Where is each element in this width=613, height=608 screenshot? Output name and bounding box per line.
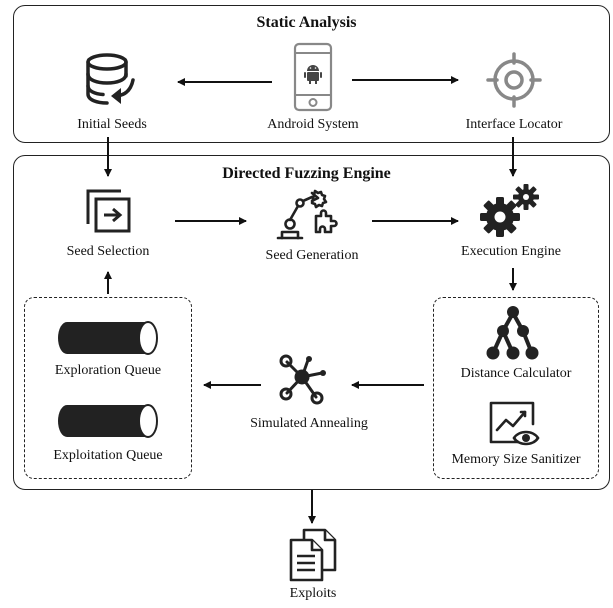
seed-generation-label: Seed Generation — [265, 248, 359, 263]
android-phone-icon — [293, 42, 333, 112]
documents-icon — [289, 528, 337, 582]
static-analysis-panel — [13, 5, 610, 143]
seed-selection-icon — [86, 189, 131, 233]
database-download-icon — [86, 53, 135, 105]
sanitizer-group — [433, 297, 599, 479]
tree-hierarchy-icon — [486, 306, 539, 360]
exploration-queue-label: Exploration Queue — [54, 363, 162, 378]
initial-seeds-label: Initial Seeds — [77, 117, 147, 132]
memory-size-sanitizer-label: Memory Size Sanitizer — [451, 452, 581, 467]
simulated-annealing-label: Simulated Annealing — [250, 416, 368, 431]
exploits-label: Exploits — [289, 586, 337, 601]
exploration-queue-cylinder-icon — [58, 321, 158, 355]
chart-monitor-eye-icon — [489, 401, 540, 446]
exploitation-queue-cylinder-icon — [58, 404, 158, 438]
fuzzing-engine-title: Directed Fuzzing Engine — [222, 165, 391, 182]
interface-locator-label: Interface Locator — [465, 117, 563, 132]
android-system-label: Android System — [267, 117, 359, 132]
execution-engine-label: Execution Engine — [461, 244, 561, 259]
static-analysis-title: Static Analysis — [256, 14, 357, 31]
queue-group — [24, 297, 192, 479]
directed-fuzzing-engine-panel — [13, 155, 610, 490]
distance-calculator-label: Distance Calculator — [460, 366, 572, 381]
seed-selection-label: Seed Selection — [66, 244, 150, 259]
network-hub-icon — [279, 354, 326, 405]
gears-icon — [480, 184, 539, 237]
crosshair-icon — [486, 52, 542, 108]
exploitation-queue-label: Exploitation Queue — [53, 448, 163, 463]
robot-arm-icon — [276, 189, 338, 240]
